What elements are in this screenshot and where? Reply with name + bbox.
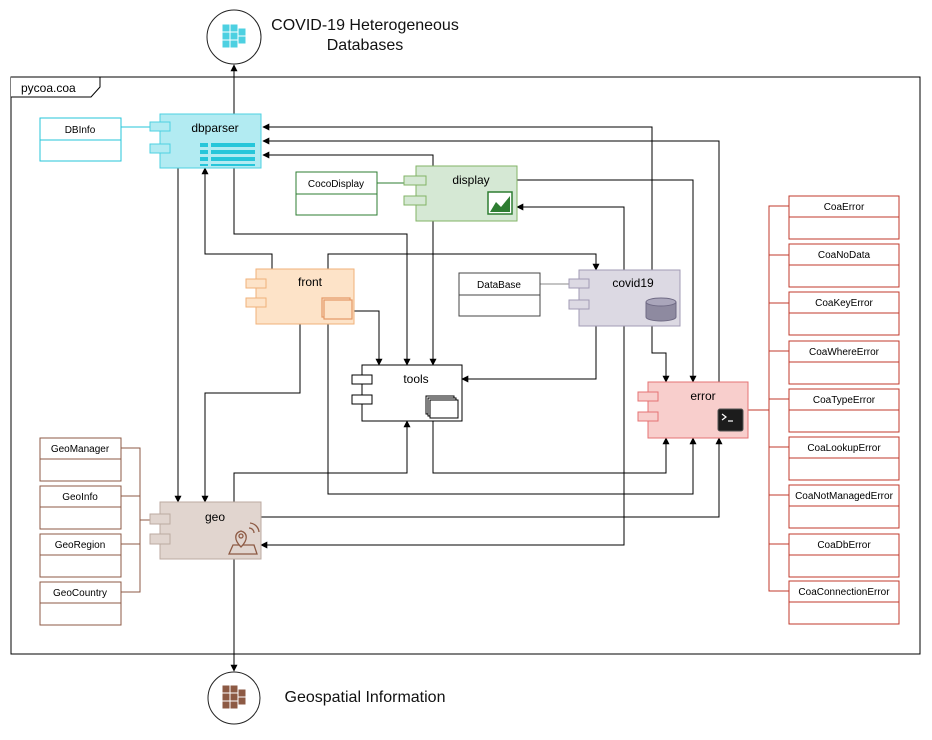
georegion-label: GeoRegion — [55, 540, 106, 551]
database-cylinder-icon — [645, 297, 677, 322]
geo-label: geo — [205, 510, 225, 524]
map-pin-icon — [227, 522, 260, 555]
geospatial-title: Geospatial Information — [285, 689, 446, 706]
front-label: front — [298, 275, 323, 289]
class-coaerror[interactable]: CoaError — [788, 195, 900, 240]
class-coanodata[interactable]: CoaNoData — [788, 243, 900, 288]
tools-label: tools — [403, 372, 428, 386]
table-icon — [200, 143, 255, 166]
geocountry-label: GeoCountry — [53, 588, 107, 599]
component-error[interactable]: error — [637, 381, 749, 439]
coalookuperror-label: CoaLookupError — [807, 443, 881, 454]
databases-title-line2: Databases — [327, 37, 404, 54]
component-dbparser[interactable]: dbparser — [149, 113, 262, 169]
component-covid19[interactable]: covid19 — [568, 269, 681, 327]
class-coatypeerror[interactable]: CoaTypeError — [788, 388, 900, 433]
class-coanotmanagederror[interactable]: CoaNotManagedError — [788, 484, 900, 529]
connectors — [174, 64, 723, 672]
package-frame — [10, 76, 921, 655]
class-coadberror[interactable]: CoaDbError — [788, 533, 900, 578]
class-geoinfo[interactable]: GeoInfo — [39, 485, 122, 530]
coawhereerror-label: CoaWhereError — [809, 347, 880, 358]
class-coalookuperror[interactable]: CoaLookupError — [788, 436, 900, 481]
coaconnectionerror-label: CoaConnectionError — [798, 587, 890, 598]
geomanager-label: GeoManager — [51, 444, 110, 455]
class-geocountry[interactable]: GeoCountry — [39, 581, 122, 626]
package-name: pycoa.coa — [21, 81, 76, 95]
package-tab — [11, 76, 101, 98]
geoinfo-label: GeoInfo — [62, 492, 98, 503]
class-geomanager[interactable]: GeoManager — [39, 437, 122, 482]
cube-geospatial-icon — [221, 684, 247, 710]
coakeyerror-label: CoaKeyError — [815, 298, 873, 309]
coadberror-label: CoaDbError — [817, 540, 871, 551]
stacked-windows-icon — [425, 395, 459, 419]
coatypeerror-label: CoaTypeError — [813, 395, 876, 406]
windows-icon — [321, 297, 353, 320]
coaerror-label: CoaError — [824, 202, 865, 213]
chart-icon — [487, 191, 513, 215]
covid19-label: covid19 — [612, 276, 654, 290]
dbparser-label: dbparser — [191, 121, 238, 135]
class-dbinfo[interactable]: DBInfo — [39, 117, 122, 162]
class-cocodisplay[interactable]: CocoDisplay — [295, 171, 378, 216]
cocodisplay-label: CocoDisplay — [308, 179, 364, 190]
covid-databases-node — [206, 9, 262, 65]
component-front[interactable]: front — [245, 268, 355, 325]
class-coakeyerror[interactable]: CoaKeyError — [788, 291, 900, 336]
database-label: DataBase — [477, 280, 521, 291]
component-display[interactable]: display — [403, 165, 518, 222]
class-coaconnectionerror[interactable]: CoaConnectionError — [788, 580, 900, 625]
dbinfo-label: DBInfo — [65, 125, 96, 136]
cube-database-icon — [221, 23, 247, 49]
component-geo[interactable]: geo — [149, 501, 262, 560]
display-label: display — [452, 173, 489, 187]
error-label: error — [690, 389, 715, 403]
coanodata-label: CoaNoData — [818, 250, 871, 261]
class-database[interactable]: DataBase — [458, 272, 541, 317]
class-georegion[interactable]: GeoRegion — [39, 533, 122, 578]
terminal-icon — [717, 408, 744, 432]
geospatial-node — [207, 671, 261, 725]
component-tools[interactable]: tools — [351, 364, 463, 422]
class-coawhereerror[interactable]: CoaWhereError — [788, 340, 900, 385]
coanotmanagederror-label: CoaNotManagedError — [795, 491, 893, 502]
databases-title-line1: COVID-19 Heterogeneous — [271, 17, 459, 34]
